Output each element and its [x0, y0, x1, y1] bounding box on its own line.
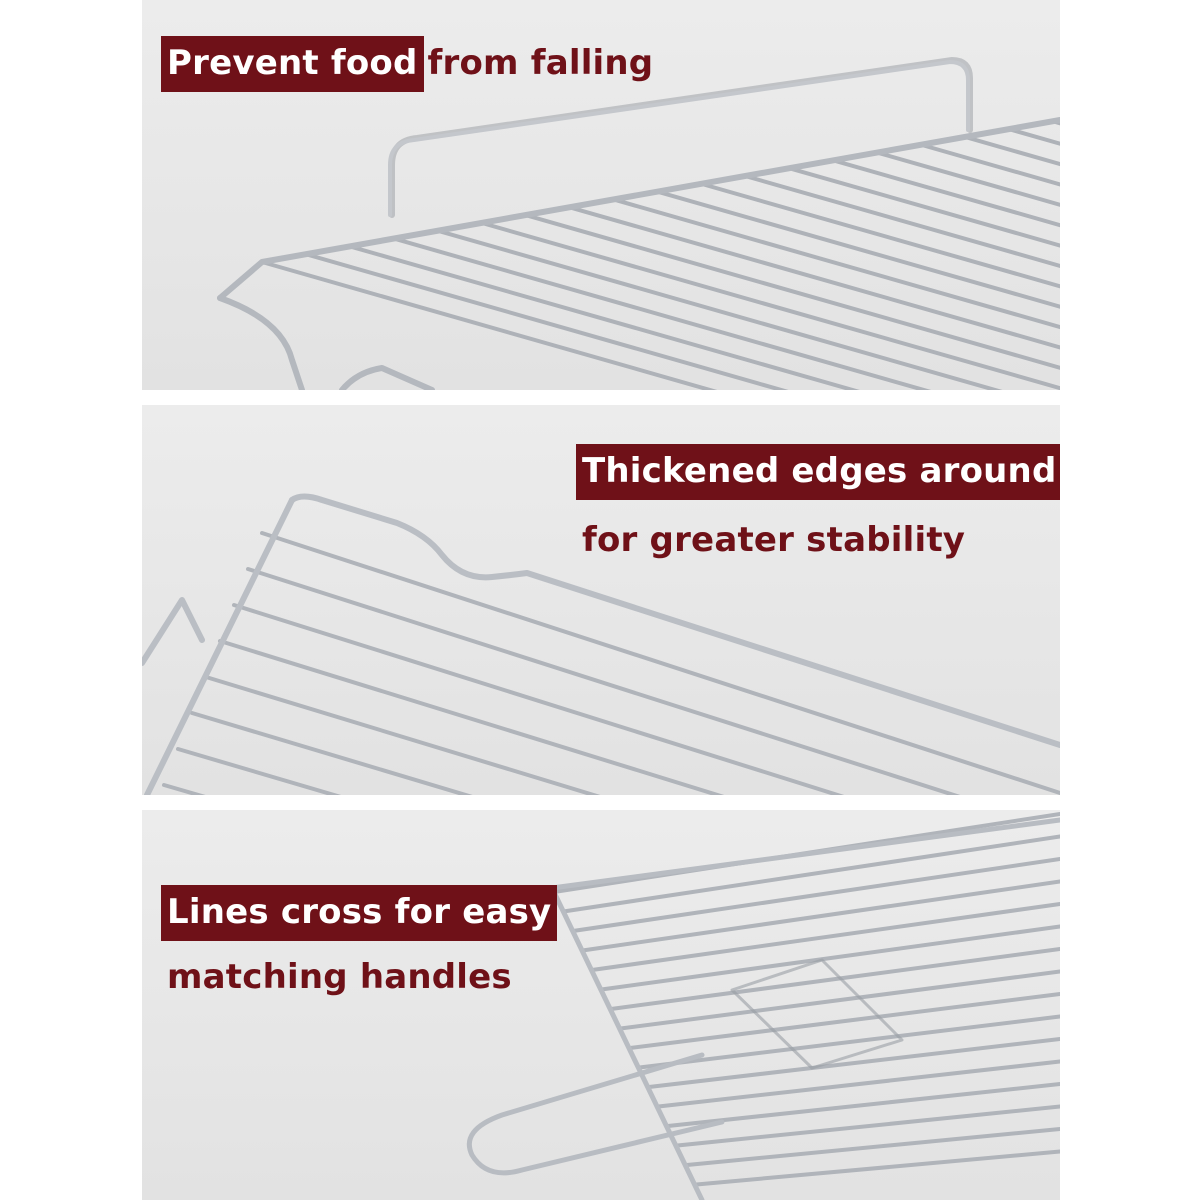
- wire-rod: [176, 747, 342, 795]
- wire-rod: [609, 947, 1060, 1011]
- wire-rod: [744, 174, 1060, 268]
- wire-rod: [647, 1037, 1060, 1089]
- wire-rod: [964, 135, 1060, 167]
- wire-rod: [876, 150, 1060, 207]
- wire-rod: [1052, 119, 1060, 126]
- wire-rod: [524, 213, 1060, 370]
- wire-rod: [568, 205, 1060, 350]
- caption-line-1: Thickened edges around: [576, 444, 1060, 500]
- panel-matching-handles: Lines cross for easy matching handles: [142, 810, 1060, 1200]
- wire-rod: [580, 879, 1060, 953]
- caption-plain: for greater stability: [582, 520, 966, 560]
- wire-rod: [628, 992, 1060, 1050]
- wire-rod: [920, 143, 1060, 187]
- wire-rod: [561, 834, 1060, 914]
- panel-thickened-edges: Thickened edges around for greater stabi…: [142, 405, 1060, 795]
- wire-rod: [675, 1104, 1060, 1148]
- wire-rod: [260, 531, 1060, 795]
- wire-rod: [480, 221, 1060, 390]
- wire-rod: [685, 1127, 1060, 1167]
- wire-rod: [788, 166, 1060, 248]
- wire-rod: [304, 252, 789, 390]
- wire-rod: [571, 857, 1060, 933]
- caption-highlight: Prevent food: [161, 36, 424, 92]
- wire-rod: [348, 244, 860, 390]
- wire-rod: [590, 902, 1060, 972]
- caption-highlight: Thickened edges around: [576, 444, 1060, 500]
- caption-highlight: Lines cross for easy: [161, 885, 558, 941]
- wire-rod: [599, 924, 1060, 992]
- wire-rod: [260, 260, 718, 390]
- wire-rod: [392, 236, 932, 390]
- caption-line-1: Lines cross for easy: [161, 885, 558, 941]
- caption-line-2: matching handles: [163, 960, 516, 994]
- wire-rod: [190, 711, 473, 795]
- wire-rod: [637, 1014, 1060, 1070]
- caption-plain: matching handles: [167, 957, 512, 997]
- wire-rod: [232, 603, 845, 795]
- rack-handle-illustration: [466, 812, 1060, 1200]
- wire-rod: [694, 1149, 1060, 1187]
- wire-rod: [246, 567, 961, 795]
- wire-rod: [204, 675, 601, 795]
- caption-plain: from falling: [427, 43, 654, 83]
- caption-line-2: for greater stability: [578, 523, 969, 557]
- wire-rod: [656, 1059, 1060, 1109]
- rack-backstop-illustration: [217, 57, 1060, 390]
- wire-rod: [612, 197, 1060, 330]
- wire-rod: [666, 1082, 1060, 1128]
- wire-rod: [618, 969, 1060, 1031]
- wire-rod: [218, 639, 725, 795]
- wire-rod: [832, 158, 1060, 228]
- wire-rod: [436, 228, 1003, 390]
- wire-rod: [656, 189, 1060, 309]
- wire-rod: [700, 182, 1060, 289]
- rack-edge-illustration: [142, 493, 1060, 795]
